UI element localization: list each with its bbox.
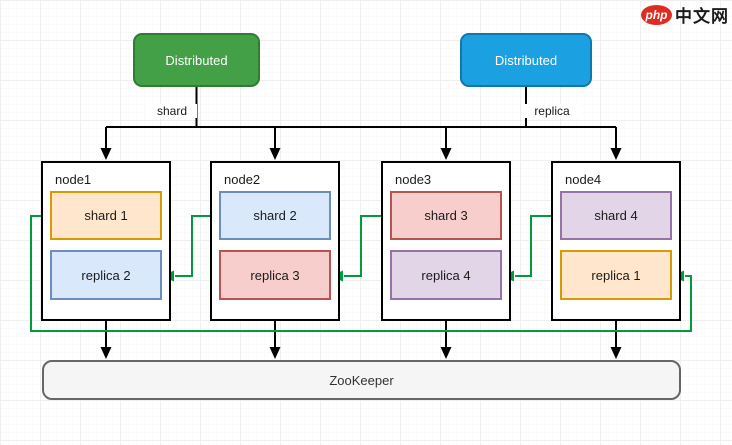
black-arrowheads xyxy=(100,148,622,359)
shard1-box: shard 1 xyxy=(50,191,162,240)
replica2-box: replica 2 xyxy=(50,250,162,300)
black-connector-lines xyxy=(105,87,617,348)
edge-label-replica: replica xyxy=(523,104,581,118)
zookeeper-bar: ZooKeeper xyxy=(42,360,681,400)
node1-container: node1 shard 1 replica 2 xyxy=(41,161,171,321)
distributed-shard-box: Distributed xyxy=(133,33,260,87)
node4-container: node4 shard 4 replica 1 xyxy=(551,161,681,321)
edge-label-shard: shard xyxy=(147,104,197,118)
replica3-box: replica 3 xyxy=(219,250,331,300)
replica4-box: replica 4 xyxy=(390,250,502,300)
logo-site-name: 中文网 xyxy=(675,7,729,26)
node2-title: node2 xyxy=(224,172,261,187)
node1-title: node1 xyxy=(55,172,92,187)
php-cn-logo: php 中文网 xyxy=(641,2,729,27)
node2-container: node2 shard 2 replica 3 xyxy=(210,161,340,321)
shard3-box: shard 3 xyxy=(390,191,502,240)
php-badge-icon: php xyxy=(641,4,672,25)
node3-container: node3 shard 3 replica 4 xyxy=(381,161,511,321)
distributed-replica-box: Distributed xyxy=(460,33,592,87)
shard4-box: shard 4 xyxy=(560,191,672,240)
replica1-box: replica 1 xyxy=(560,250,672,300)
node4-title: node4 xyxy=(565,172,602,187)
node3-title: node3 xyxy=(395,172,432,187)
shard2-box: shard 2 xyxy=(219,191,331,240)
